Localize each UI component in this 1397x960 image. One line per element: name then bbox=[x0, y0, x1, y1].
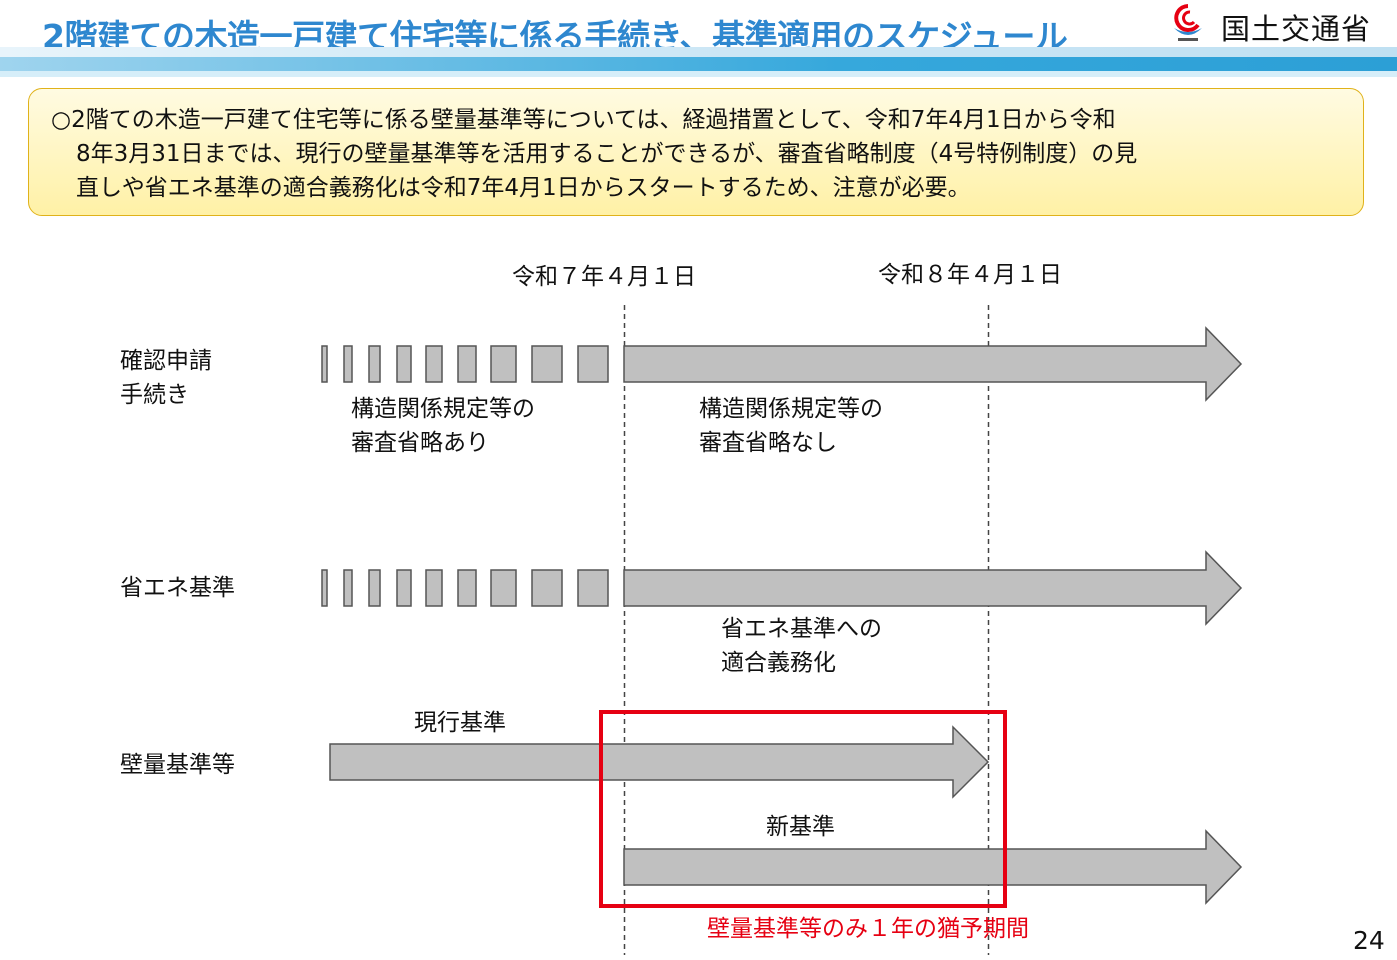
confirm-before-label-2: 審査省略あり bbox=[351, 430, 489, 456]
energy-arrow bbox=[623, 550, 1243, 626]
summary-line-2: 8年3月31日までは、現行の壁量基準等を活用することができるが、審査省略制度（4… bbox=[76, 141, 1138, 167]
header-band-blue bbox=[0, 57, 1397, 71]
row-label-confirm-1: 確認申請 bbox=[120, 348, 212, 374]
grace-period-note: 壁量基準等のみ１年の猶予期間 bbox=[707, 916, 1029, 942]
confirm-after-label-2: 審査省略なし bbox=[699, 430, 837, 456]
confirm-segments bbox=[321, 345, 609, 383]
row-label-wall: 壁量基準等 bbox=[120, 752, 235, 778]
header-band-pale bbox=[0, 71, 1397, 77]
wall-current-label: 現行基準 bbox=[414, 710, 506, 736]
mlit-logo bbox=[1174, 4, 1202, 41]
confirm-arrow bbox=[623, 326, 1243, 402]
page-number: 24 bbox=[1353, 926, 1385, 955]
energy-after-label-2: 適合義務化 bbox=[721, 650, 836, 676]
date-label-r7: 令和７年４月１日 bbox=[512, 264, 696, 290]
wall-new-arrow bbox=[623, 829, 1243, 905]
wall-new-label: 新基準 bbox=[766, 814, 835, 840]
grace-period-highlight bbox=[599, 710, 1007, 908]
header-band-light bbox=[0, 47, 1397, 57]
wall-current-arrow bbox=[329, 725, 990, 799]
confirm-after-label-1: 構造関係規定等の bbox=[699, 396, 883, 422]
confirm-before-label-1: 構造関係規定等の bbox=[351, 396, 535, 422]
summary-line-3: 直しや省エネ基準の適合義務化は令和7年4月1日からスタートするため、注意が必要。 bbox=[76, 175, 971, 201]
row-label-energy: 省エネ基準 bbox=[120, 575, 235, 601]
ministry-name: 国土交通省 bbox=[1221, 12, 1372, 46]
energy-segments bbox=[321, 569, 609, 607]
summary-line-1: ○2階ての木造一戸建て住宅等に係る壁量基準等については、経過措置として、令和7年… bbox=[51, 107, 1116, 133]
row-label-confirm-2: 手続き bbox=[120, 382, 189, 408]
summary-box: ○2階ての木造一戸建て住宅等に係る壁量基準等については、経過措置として、令和7年… bbox=[28, 88, 1364, 216]
energy-after-label-1: 省エネ基準への bbox=[721, 616, 882, 642]
date-label-r8: 令和８年４月１日 bbox=[878, 262, 1062, 288]
